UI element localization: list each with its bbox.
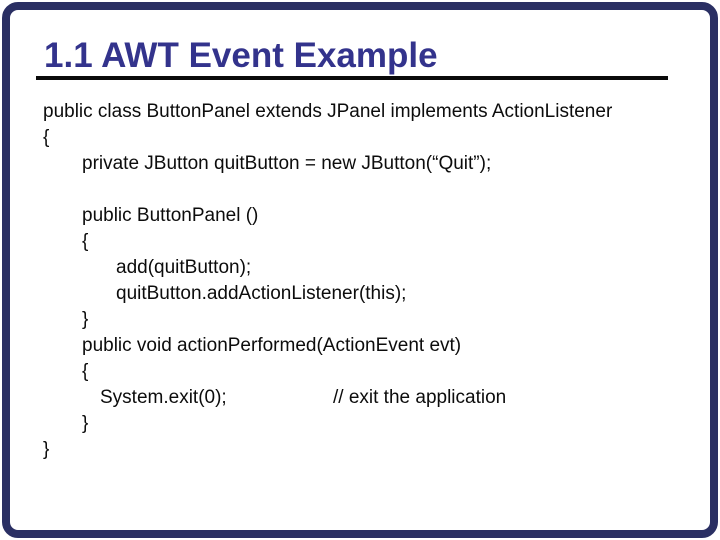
code-line: }	[82, 413, 89, 434]
code-line: {	[82, 231, 89, 252]
code-line: add(quitButton);	[116, 257, 252, 278]
code-line: private JButton quitButton = new JButton…	[82, 153, 492, 174]
code-statement: System.exit(0);	[100, 387, 227, 408]
code-line: }	[82, 309, 89, 330]
title-underline	[36, 76, 668, 80]
code-line: public ButtonPanel ()	[82, 205, 259, 226]
code-line: public class ButtonPanel extends JPanel …	[43, 101, 613, 122]
code-line: {	[43, 127, 50, 148]
code-line-blank	[43, 177, 683, 203]
code-block: public class ButtonPanel extends JPanel …	[43, 99, 683, 463]
code-line: public void actionPerformed(ActionEvent …	[82, 335, 462, 356]
code-line: System.exit(0); // exit the application	[43, 385, 683, 411]
code-line: {	[82, 361, 89, 382]
code-line: quitButton.addActionListener(this);	[116, 283, 407, 304]
code-line: }	[43, 439, 50, 460]
code-comment: // exit the application	[333, 387, 507, 408]
page-title: 1.1 AWT Event Example	[44, 36, 438, 75]
